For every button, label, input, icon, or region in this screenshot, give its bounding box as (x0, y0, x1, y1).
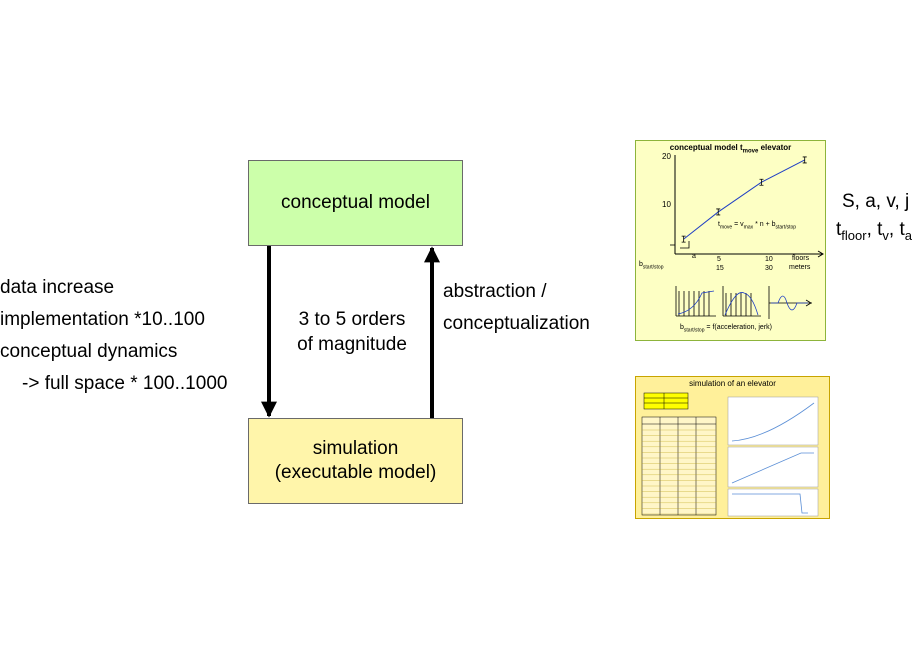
y-tick-20: 20 (662, 152, 671, 161)
x-axis-arrowhead (817, 250, 824, 258)
thumb-concept-chart (670, 155, 824, 319)
implementation-text: implementation *10..100 (0, 309, 205, 330)
full-space-text: -> full space * 100..1000 (22, 373, 228, 394)
x-label-floors: floors (792, 255, 810, 262)
parameter-table (643, 392, 689, 410)
slope-triangle (680, 241, 690, 249)
thumb-concept-title: conceptual model tmove elevator (669, 143, 792, 155)
thumb-sim-graphics (641, 392, 819, 517)
bottom-mini-graphs (675, 286, 812, 319)
simulation-box: simulation (executable model) (248, 418, 463, 504)
slope-label: a (692, 253, 696, 260)
sim-chart-3 (727, 488, 819, 517)
data-point (681, 235, 686, 243)
conceptual-model-box: conceptual model (248, 160, 463, 246)
parameters-text: S, a, v, j (842, 191, 910, 212)
fit-line (683, 159, 805, 240)
data-table (641, 416, 717, 516)
b-start-stop-label: bstart/stop (639, 261, 664, 271)
x-tick-30: 30 (765, 265, 773, 272)
orders-of-magnitude-line1: 3 to 5 orders (298, 309, 406, 330)
time-parameters-text: tfloor, tv, ta (836, 219, 912, 243)
simulation-label: simulation (312, 438, 399, 459)
x-tick-15: 15 (716, 265, 724, 272)
x-tick-10: 10 (765, 256, 773, 263)
bottom-formula-text: bstart/stop = f(acceleration, jerk) (680, 324, 772, 334)
x-label-meters: meters (789, 264, 811, 271)
x-tick-5: 5 (717, 256, 721, 263)
formula-text: tmove = vmax * n + bstart/stop (718, 221, 797, 231)
y-tick-10: 10 (662, 200, 671, 209)
data-increase-text: data increase (0, 277, 115, 298)
sim-chart-1 (727, 396, 819, 446)
thumb-sim-title: simulation of an elevator (689, 379, 776, 388)
executable-model-label: (executable model) (274, 462, 437, 483)
orders-of-magnitude-line2: of magnitude (297, 334, 407, 355)
conceptual-model-thumbnail: conceptual model tmove elevator 20 10 (635, 140, 826, 341)
conceptualization-text: conceptualization (443, 313, 590, 334)
data-point (759, 178, 764, 186)
conceptual-model-label: conceptual model (281, 192, 430, 213)
conceptual-dynamics-text: conceptual dynamics (0, 341, 178, 362)
data-point (716, 208, 721, 216)
data-point (802, 156, 807, 164)
sim-chart-2 (727, 446, 819, 488)
simulation-thumbnail: simulation of an elevator (635, 376, 830, 519)
abstraction-text: abstraction / (443, 281, 547, 302)
